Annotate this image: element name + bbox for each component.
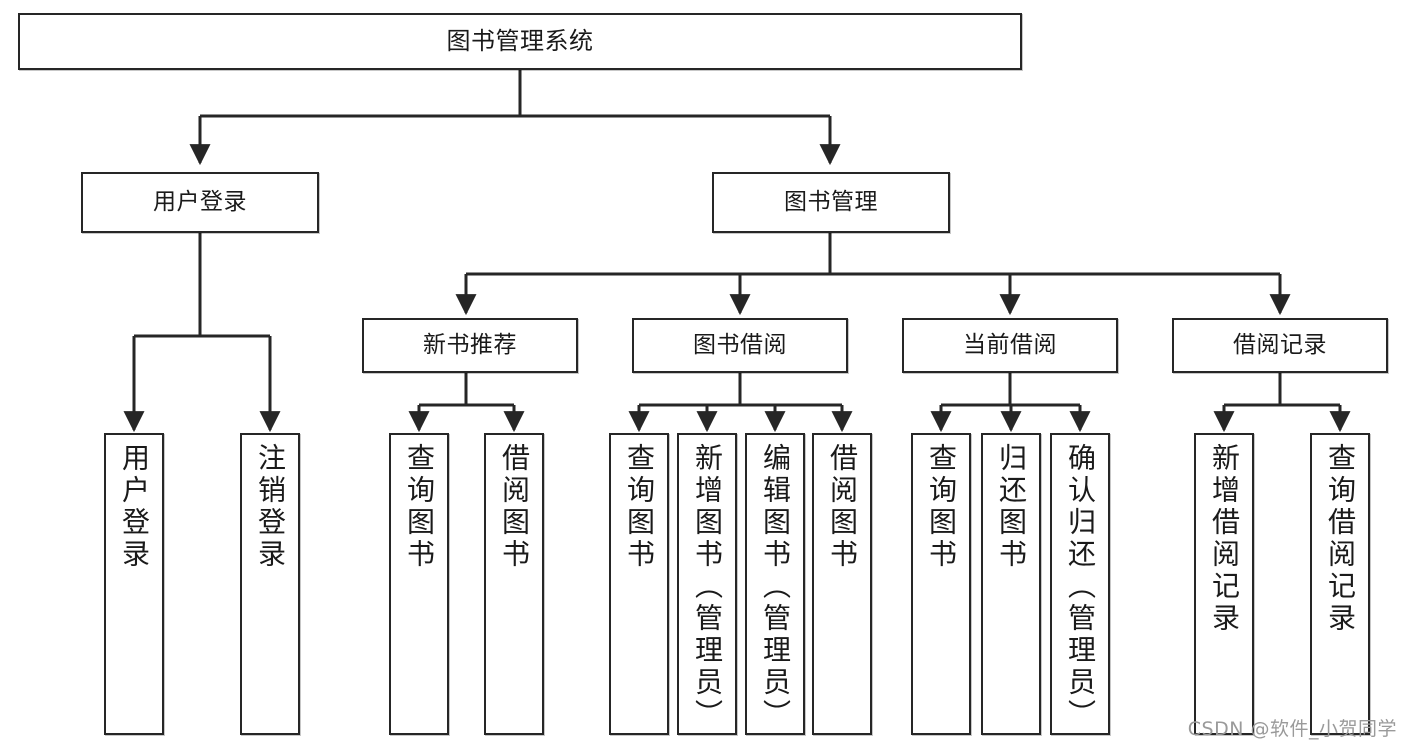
node-label: 新书推荐 [423, 331, 517, 358]
leaf-return-book[interactable]: 归还图书 [981, 433, 1041, 735]
leaf-edit-book-admin[interactable]: 编辑图书（管理员） [745, 433, 805, 735]
leaf-borrow-book-new-rec[interactable]: 借阅图书 [484, 433, 544, 735]
node-label: 用户登录 [118, 443, 151, 571]
node-label: 借阅图书 [498, 443, 531, 571]
node-label: 图书管理系统 [446, 27, 594, 56]
leaf-query-book-new-rec[interactable]: 查询图书 [389, 433, 449, 735]
node-label: 新增图书（管理员） [691, 443, 724, 731]
leaf-query-book-borrow[interactable]: 查询图书 [609, 433, 669, 735]
node-label: 用户登录 [153, 188, 247, 215]
node-root-book-management-system[interactable]: 图书管理系统 [18, 13, 1022, 70]
node-label: 查询图书 [403, 443, 436, 571]
leaf-user-logout[interactable]: 注销登录 [240, 433, 300, 735]
node-book-borrow[interactable]: 图书借阅 [632, 318, 848, 373]
node-book-manage[interactable]: 图书管理 [712, 172, 950, 233]
node-label: 查询借阅记录 [1324, 443, 1357, 635]
node-label: 归还图书 [995, 443, 1028, 571]
node-label: 注销登录 [254, 443, 287, 571]
leaf-query-borrow-record[interactable]: 查询借阅记录 [1310, 433, 1370, 735]
node-new-book-recommendation[interactable]: 新书推荐 [362, 318, 578, 373]
node-current-borrow[interactable]: 当前借阅 [902, 318, 1118, 373]
node-label: 图书借阅 [693, 331, 787, 358]
node-user-login[interactable]: 用户登录 [81, 172, 319, 233]
node-label: 确认归还（管理员） [1064, 443, 1097, 731]
leaf-add-book-admin[interactable]: 新增图书（管理员） [677, 433, 737, 735]
leaf-borrow-book[interactable]: 借阅图书 [812, 433, 872, 735]
csdn-watermark: CSDN @软件_小贺同学 [1187, 718, 1397, 740]
leaf-user-login[interactable]: 用户登录 [104, 433, 164, 735]
leaf-add-borrow-record[interactable]: 新增借阅记录 [1194, 433, 1254, 735]
node-label: 新增借阅记录 [1208, 443, 1241, 635]
node-borrow-record[interactable]: 借阅记录 [1172, 318, 1388, 373]
leaf-confirm-return-admin[interactable]: 确认归还（管理员） [1050, 433, 1110, 735]
node-label: 借阅记录 [1233, 331, 1327, 358]
node-label: 图书管理 [784, 188, 878, 215]
node-label: 查询图书 [623, 443, 656, 571]
leaf-query-book-current[interactable]: 查询图书 [911, 433, 971, 735]
node-label: 查询图书 [925, 443, 958, 571]
node-label: 编辑图书（管理员） [759, 443, 792, 731]
node-label: 当前借阅 [963, 331, 1057, 358]
node-label: 借阅图书 [826, 443, 859, 571]
